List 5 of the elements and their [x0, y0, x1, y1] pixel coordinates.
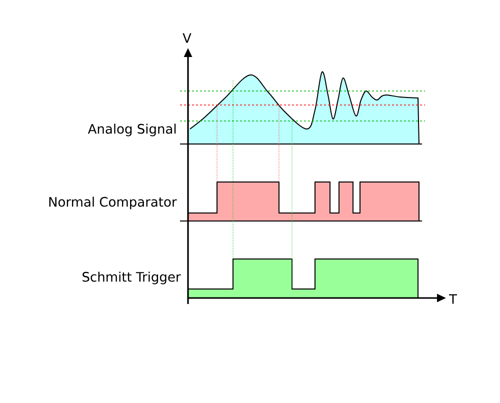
signal-label: Normal Comparator — [49, 196, 177, 210]
signal-label: Analog Signal — [88, 124, 176, 136]
axis-label: V — [182, 33, 192, 43]
signal-label: Schmitt Trigger — [82, 272, 181, 284]
axis-label: T — [449, 294, 458, 304]
